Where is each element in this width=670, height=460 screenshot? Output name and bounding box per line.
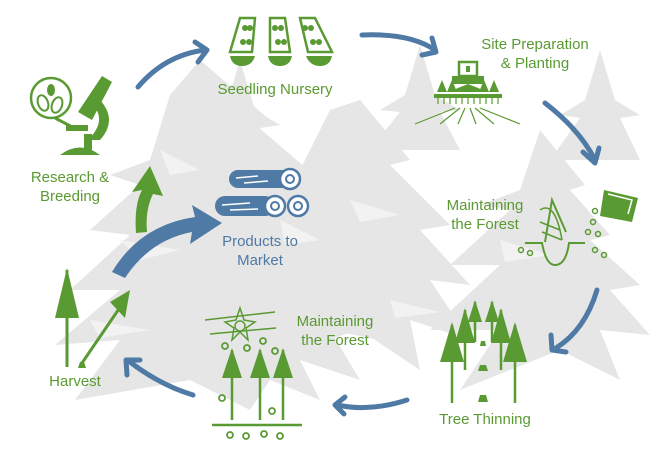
background-tree-icon bbox=[430, 130, 650, 390]
crop-duster-trees-icon bbox=[204, 305, 302, 440]
felled-tree-icon bbox=[55, 268, 130, 368]
stage-label-harvest: Harvest bbox=[49, 373, 101, 390]
stage-label-research: Research & Breeding bbox=[30, 169, 110, 205]
arrow-head-icon bbox=[419, 35, 439, 58]
stage-label-nursery: Seedling Nursery bbox=[217, 81, 333, 98]
stage-label-thinning: Tree Thinning bbox=[439, 411, 531, 428]
tractor-planter-icon bbox=[414, 60, 521, 125]
cycle-arrow-maintain-to-thinning bbox=[553, 287, 600, 351]
branch-arrow-harvest-to-research bbox=[132, 166, 163, 233]
stage-label-products: Products to Market bbox=[222, 233, 298, 269]
arrow-head-icon bbox=[192, 39, 210, 65]
arrow-head-icon bbox=[332, 394, 348, 417]
seedling-trays-icon bbox=[228, 16, 335, 66]
cycle-arrow-nursery-to-planting bbox=[359, 32, 438, 53]
fertilizer-seedling-icon bbox=[517, 190, 638, 267]
background-tree-icon bbox=[190, 60, 280, 165]
cycle-arrow-maintain-to-harvest bbox=[127, 359, 196, 398]
background-tree-icon bbox=[370, 45, 460, 150]
stage-label-maintain-1: Maintaining the Forest bbox=[446, 197, 524, 233]
cycle-arrow-planting-to-maintain bbox=[542, 100, 598, 163]
stage-label-maintain-2: Maintaining the Forest bbox=[296, 313, 374, 349]
log-pile-icon bbox=[215, 167, 310, 218]
background-tree-icon bbox=[550, 50, 640, 160]
stage-label-planting: Site Preparation & Planting bbox=[481, 36, 589, 72]
arrow-head-icon bbox=[123, 357, 143, 378]
branch-arrow-harvest-to-products bbox=[112, 205, 222, 278]
cycle-arrow-research-to-nursery bbox=[135, 47, 208, 90]
microscope-icon bbox=[29, 76, 112, 155]
arrow-head-icon bbox=[548, 332, 569, 355]
thinned-trees-icon bbox=[440, 300, 527, 403]
cycle-arrow-thinning-to-maintain bbox=[334, 397, 410, 411]
arrow-head-icon bbox=[580, 145, 602, 166]
background-tree-icon bbox=[235, 100, 470, 370]
